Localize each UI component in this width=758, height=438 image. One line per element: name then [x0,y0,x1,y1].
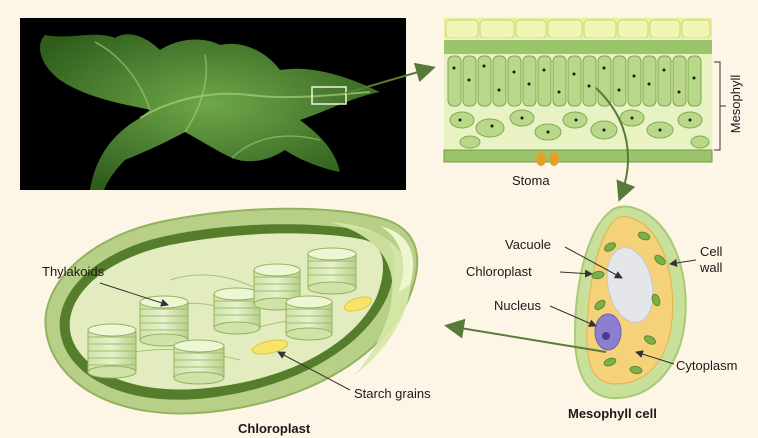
stoma-label: Stoma [512,173,550,188]
cell-label: Cell [700,244,723,259]
starch-grains-label: Starch grains [354,386,431,401]
nucleus-label: Nucleus [494,298,541,313]
chloroplast-main-label: Chloroplast [238,421,311,436]
mesophyll-cell [575,206,686,398]
thylakoids-label: Thylakoids [42,264,105,279]
chloroplast-illustration [45,209,417,414]
leaf-cross-section [444,18,726,166]
wall-label: wall [699,260,723,275]
mesophyll-cell-label: Mesophyll cell [568,406,657,421]
cytoplasm-label: Cytoplasm [676,358,737,373]
chloroplast-cell-label: Chloroplast [466,264,532,279]
mesophyll-label: Mesophyll [728,75,743,134]
leaf-photo [20,18,406,190]
vacuole-label: Vacuole [505,237,551,252]
